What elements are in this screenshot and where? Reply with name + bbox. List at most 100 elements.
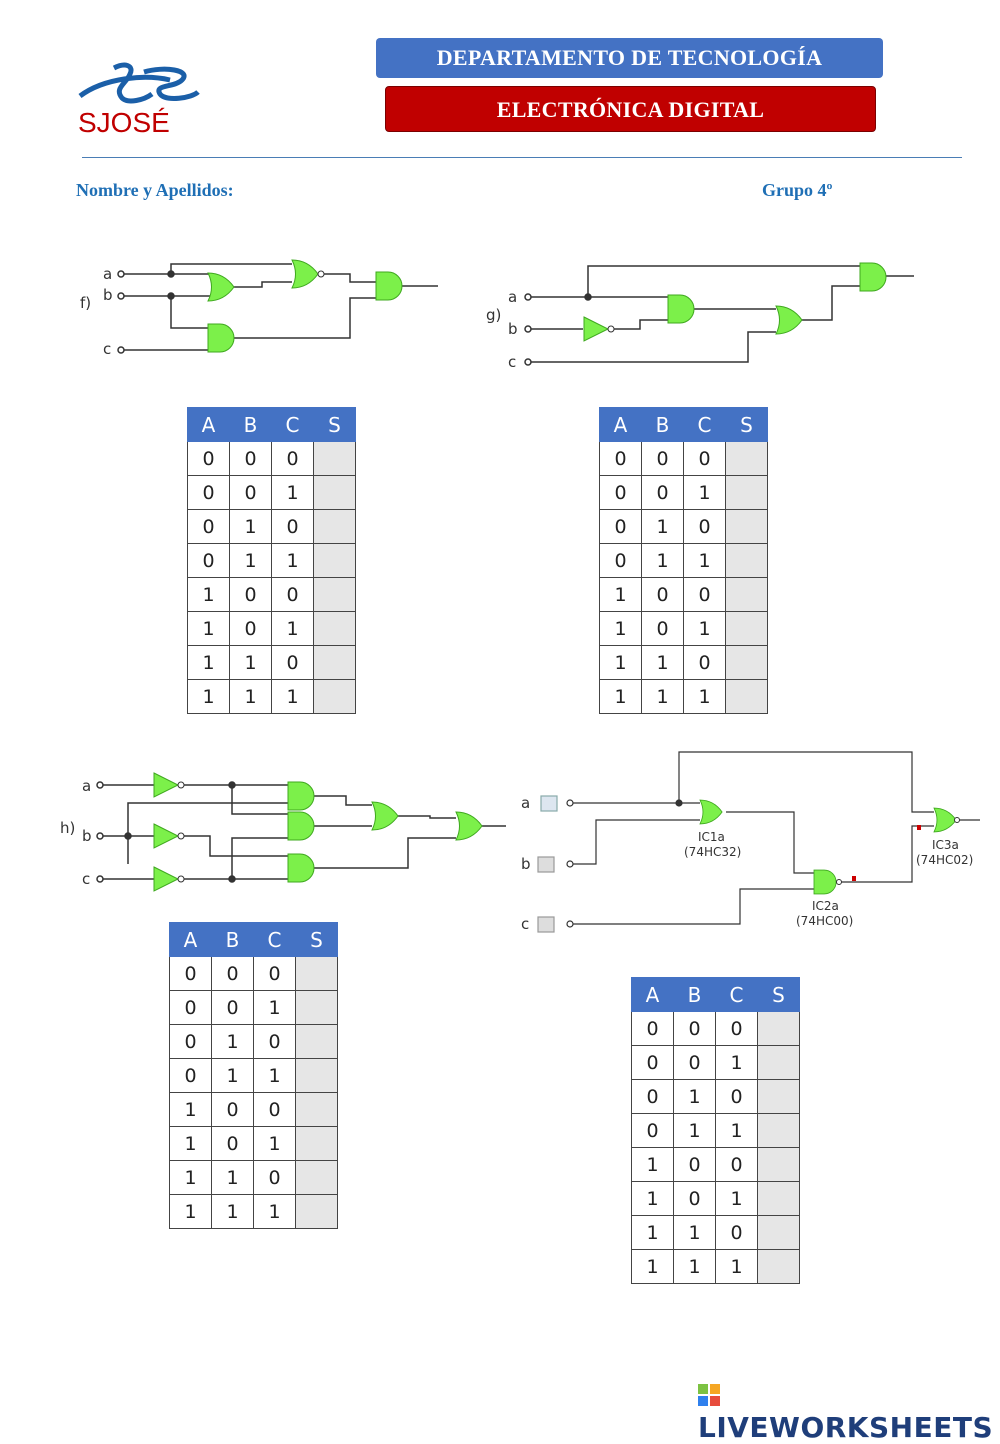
answer-cell[interactable] [757, 1079, 800, 1114]
answer-cell[interactable] [725, 645, 768, 680]
table-cell: 0 [229, 611, 272, 646]
answer-cell[interactable] [725, 475, 768, 510]
table-cell: 0 [673, 1181, 716, 1216]
answer-cell[interactable] [757, 1045, 800, 1080]
answer-cell[interactable] [313, 577, 356, 612]
answer-cell[interactable] [725, 679, 768, 714]
table-cell: 0 [211, 1092, 254, 1127]
circuit-f-input-c: c [103, 340, 111, 358]
column-header: C [683, 407, 726, 442]
column-header: A [187, 407, 230, 442]
table-cell: 1 [253, 1194, 296, 1229]
answer-cell[interactable] [313, 679, 356, 714]
table-cell: 0 [641, 441, 684, 476]
answer-cell[interactable] [313, 543, 356, 578]
table-cell: 1 [683, 611, 726, 646]
name-label: Nombre y Apellidos: [76, 180, 234, 200]
table-cell: 0 [683, 577, 726, 612]
answer-cell[interactable] [295, 1092, 338, 1127]
table-cell: 1 [271, 611, 314, 646]
answer-cell[interactable] [295, 990, 338, 1025]
circuit-i-input-c: c [521, 915, 529, 933]
department-banner: DEPARTAMENTO DE TECNOLOGÍA [376, 38, 883, 78]
table-cell: 0 [673, 1045, 716, 1080]
answer-cell[interactable] [295, 1024, 338, 1059]
answer-cell[interactable] [757, 1113, 800, 1148]
answer-cell[interactable] [313, 645, 356, 680]
table-cell: 0 [187, 475, 230, 510]
circuit-f-input-b: b [103, 286, 113, 304]
answer-cell[interactable] [295, 1194, 338, 1229]
circuit-f-input-a: a [103, 265, 112, 283]
answer-cell[interactable] [313, 441, 356, 476]
answer-cell[interactable] [757, 1215, 800, 1250]
table-cell: 1 [169, 1194, 212, 1229]
table-cell: 0 [253, 1160, 296, 1195]
answer-cell[interactable] [757, 1147, 800, 1182]
column-header: B [229, 407, 272, 442]
table-cell: 1 [211, 1194, 254, 1229]
answer-cell[interactable] [725, 543, 768, 578]
answer-cell[interactable] [725, 611, 768, 646]
ic1-label: IC1a [698, 830, 725, 844]
table-cell: 1 [271, 679, 314, 714]
table-cell: 1 [187, 611, 230, 646]
table-cell: 0 [631, 1045, 674, 1080]
table-cell: 1 [271, 475, 314, 510]
answer-cell[interactable] [295, 1126, 338, 1161]
subject-banner: ELECTRÓNICA DIGITAL [385, 86, 876, 132]
answer-cell[interactable] [313, 509, 356, 544]
answer-cell[interactable] [725, 509, 768, 544]
table-cell: 0 [187, 441, 230, 476]
answer-cell[interactable] [757, 1011, 800, 1046]
table-cell: 1 [673, 1249, 716, 1284]
answer-cell[interactable] [725, 441, 768, 476]
answer-cell[interactable] [313, 611, 356, 646]
table-cell: 1 [715, 1113, 758, 1148]
circuit-f-label: f) [80, 294, 91, 312]
table-cell: 0 [641, 611, 684, 646]
table-cell: 0 [715, 1011, 758, 1046]
table-cell: 1 [229, 679, 272, 714]
answer-cell[interactable] [757, 1181, 800, 1216]
answer-cell[interactable] [295, 1058, 338, 1093]
answer-cell[interactable] [725, 577, 768, 612]
table-cell: 1 [599, 577, 642, 612]
answer-cell[interactable] [295, 956, 338, 991]
table-cell: 1 [631, 1181, 674, 1216]
column-header: B [211, 922, 254, 957]
table-cell: 0 [169, 990, 212, 1025]
ic1-part: (74HC32) [684, 845, 741, 859]
table-cell: 1 [599, 611, 642, 646]
table-cell: 0 [631, 1113, 674, 1148]
table-cell: 1 [673, 1113, 716, 1148]
table-cell: 0 [187, 509, 230, 544]
table-cell: 0 [673, 1147, 716, 1182]
answer-cell[interactable] [757, 1249, 800, 1284]
group-label: Grupo 4º [762, 180, 833, 200]
table-cell: 1 [631, 1249, 674, 1284]
circuit-h-input-a: a [82, 777, 91, 795]
liveworksheets-logo: LIVEWORKSHEETS [698, 1378, 1000, 1444]
table-cell: 1 [683, 475, 726, 510]
table-cell: 0 [683, 441, 726, 476]
column-header: A [599, 407, 642, 442]
table-cell: 0 [715, 1079, 758, 1114]
table-cell: 0 [599, 509, 642, 544]
table-cell: 0 [683, 645, 726, 680]
answer-cell[interactable] [295, 1160, 338, 1195]
answer-cell[interactable] [313, 475, 356, 510]
